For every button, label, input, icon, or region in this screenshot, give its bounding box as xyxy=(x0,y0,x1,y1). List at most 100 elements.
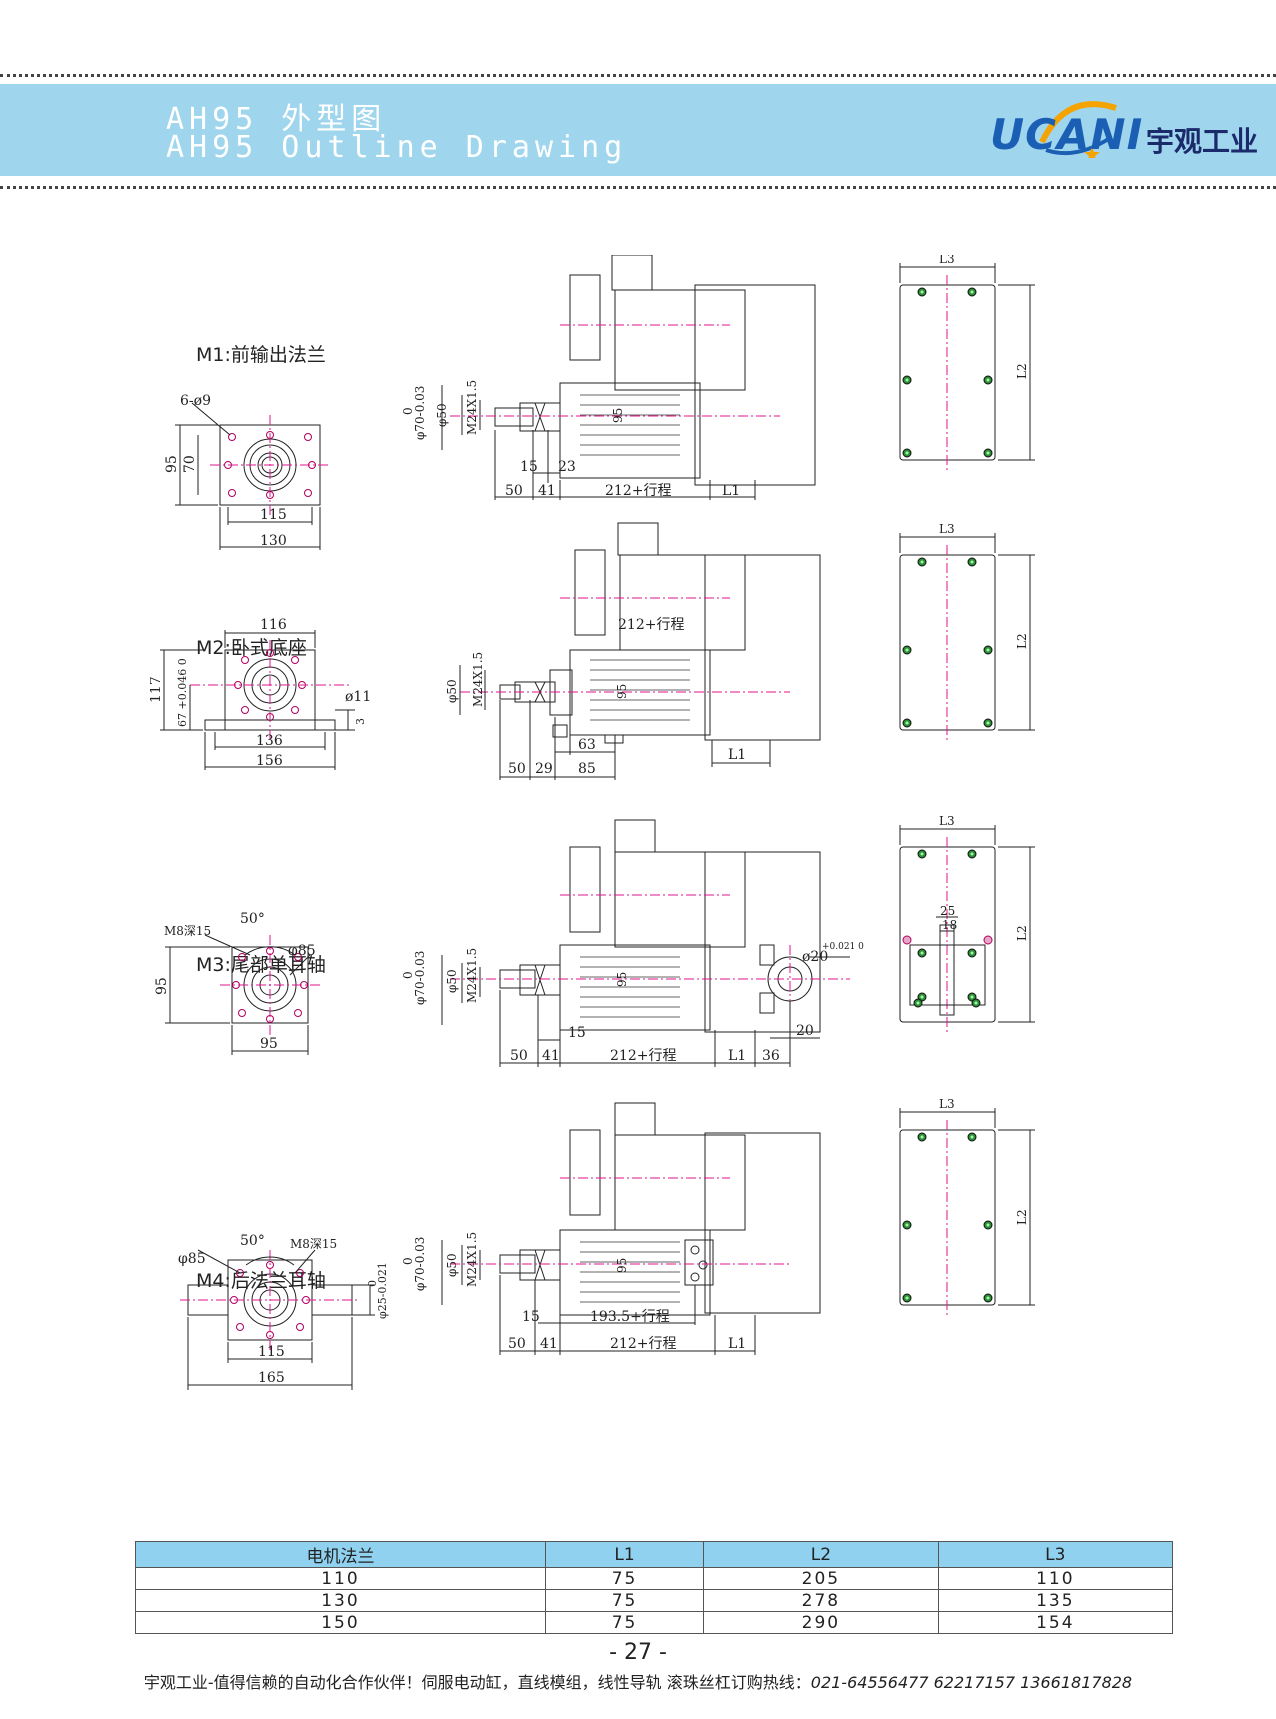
col-header: 电机法兰 xyxy=(135,1541,546,1568)
table-cell: 110 xyxy=(937,1567,1174,1590)
dim-m3-side-0: φ70-0.03 xyxy=(413,951,427,1005)
dim-m4-side-9: 212+行程 xyxy=(610,1336,676,1352)
bottom-dotted-rule xyxy=(0,186,1276,189)
m2-front-view xyxy=(160,630,355,770)
dim-m3-front-0: 50° xyxy=(240,911,265,927)
table-cell: 110 xyxy=(135,1567,546,1590)
dim-m3-top-3: L2 xyxy=(1015,925,1029,941)
dim-m1-front-2: 70 xyxy=(182,455,198,473)
dim-m3-top-2: 18 xyxy=(942,918,957,932)
table-cell: 154 xyxy=(937,1611,1174,1634)
dim-m1-front-1: 95 xyxy=(164,455,180,473)
outline-drawing: 6-ø9 95 70 115 130 φ70-0.03 0 φ50 M24X1.… xyxy=(150,255,1035,1390)
dim-m4-side-8: 41 xyxy=(540,1336,558,1352)
dim-m4-side-4: 95 xyxy=(615,1258,629,1273)
footer-line: 宇观工业-值得信赖的自动化合作伙伴！伺服电动缸，直线模组，线性导轨 滚珠丝杠订购… xyxy=(0,1669,1276,1693)
dim-m1-side-0: φ70-0.03 xyxy=(413,386,427,440)
table-cell: 130 xyxy=(135,1589,546,1612)
dim-m1-side-9: 212+行程 xyxy=(605,483,671,499)
table-cell: 75 xyxy=(544,1611,705,1634)
dim-m2-front-1: 117 xyxy=(150,676,164,703)
dim-m2-side-4: 63 xyxy=(578,737,596,753)
dim-m4-front-0: 50° xyxy=(240,1233,265,1249)
dim-m3-side-6: +0.021 0 xyxy=(822,942,864,952)
table-row: 130 75 278 135 xyxy=(135,1589,1174,1612)
dim-m2-top-1: L2 xyxy=(1015,633,1029,649)
table-cell: 75 xyxy=(544,1567,705,1590)
dim-m2-side-5: 50 xyxy=(508,761,526,777)
section-label-m1: M1:前输出法兰 xyxy=(196,344,326,366)
header-banner: AH95 外型图 AH95 Outline Drawing UCANI 宇观工业 xyxy=(0,84,1276,176)
dim-m1-side-6: 23 xyxy=(558,459,576,475)
dim-m3-side-11: 212+行程 xyxy=(610,1048,676,1064)
m3-top-view xyxy=(899,825,1035,1032)
dim-m3-front-3: 95 xyxy=(154,977,170,995)
dim-m2-front-0: 116 xyxy=(260,617,287,633)
dim-m1-side-3: M24X1.5 xyxy=(465,380,479,435)
dim-m3-side-12: L1 xyxy=(728,1048,746,1064)
section-label-m3: M3:尾部单耳轴 xyxy=(196,954,326,976)
dim-m2-front-3: ø11 xyxy=(345,689,371,705)
col-header: L2 xyxy=(703,1541,939,1568)
table-cell: 290 xyxy=(703,1611,939,1634)
dim-m2-side-2: M24X1.5 xyxy=(471,652,485,707)
dim-m3-top-0: L3 xyxy=(939,814,955,828)
dim-m2-front-4: 3 xyxy=(354,718,367,725)
dim-m4-side-5: 15 xyxy=(522,1309,540,1325)
dim-m1-side-2: φ50 xyxy=(435,403,449,427)
dim-m1-side-5: 15 xyxy=(520,459,538,475)
table-cell: 205 xyxy=(703,1567,939,1590)
dim-m1-side-8: 41 xyxy=(538,483,556,499)
logo-word: UCANI xyxy=(990,110,1144,159)
dim-m2-top-0: L3 xyxy=(939,522,955,536)
section-label-m2: M2:卧式底座 xyxy=(196,637,307,659)
dim-m2-side-7: 85 xyxy=(578,761,596,777)
dim-m1-side-7: 50 xyxy=(505,483,523,499)
dim-m2-front-6: 156 xyxy=(256,753,283,769)
dim-m2-side-1: φ50 xyxy=(445,679,459,703)
m1-side-view xyxy=(441,255,816,500)
dim-m4-side-6: 193.5+行程 xyxy=(590,1309,670,1325)
dim-m4-top-0: L3 xyxy=(939,1097,955,1111)
dim-m4-side-7: 50 xyxy=(508,1336,526,1352)
dim-m3-side-9: 50 xyxy=(510,1048,528,1064)
table-row: 150 75 290 154 xyxy=(135,1611,1174,1634)
col-header: L1 xyxy=(544,1541,705,1568)
dim-m3-side-8: 20 xyxy=(796,1023,814,1039)
dim-m1-side-4: 95 xyxy=(611,408,625,423)
title-cn: AH95 外型图 xyxy=(166,102,387,137)
dim-m4-side-2: φ50 xyxy=(445,1253,459,1277)
dim-m4-front-2: φ85 xyxy=(178,1251,206,1267)
col-header: L3 xyxy=(937,1541,1174,1568)
dim-m3-front-1: M8深15 xyxy=(164,924,211,938)
m3-side-view xyxy=(441,819,850,1067)
title-en: AH95 Outline Drawing xyxy=(166,130,628,165)
dim-m4-side-0: φ70-0.03 xyxy=(413,1237,427,1291)
page-number: - 27 - xyxy=(609,1640,667,1665)
dim-m1-side-1: 0 xyxy=(401,407,415,415)
dim-m3-side-7: 15 xyxy=(568,1025,586,1041)
table-cell: 278 xyxy=(703,1589,939,1612)
top-dotted-rule xyxy=(0,74,1276,77)
dim-m1-front-4: 130 xyxy=(260,533,287,549)
dim-m1-front-0: 6-ø9 xyxy=(180,393,211,409)
dim-m4-top-1: L2 xyxy=(1015,1209,1029,1225)
dim-m3-top-1: 25 xyxy=(940,904,955,918)
logo-swoosh-icon xyxy=(1039,101,1117,158)
dim-m3-front-4: 95 xyxy=(260,1036,278,1052)
brand-logo: UCANI 宇观工业 xyxy=(990,92,1270,172)
m2-side-view xyxy=(459,522,821,780)
dim-m3-side-2: φ50 xyxy=(445,969,459,993)
m1-front-view xyxy=(175,402,330,550)
table-cell: 150 xyxy=(135,1611,546,1634)
dim-m4-front-5: 115 xyxy=(258,1344,285,1360)
dim-m2-side-0: 212+行程 xyxy=(618,617,684,633)
dim-m2-front-2: 67 +0.046 0 xyxy=(176,658,189,727)
spec-table: 电机法兰 L1 L2 L3 110 75 205 110 130 75 278 … xyxy=(135,1541,1174,1634)
m4-front-view xyxy=(180,1249,375,1390)
dim-m2-front-5: 136 xyxy=(256,733,283,749)
dim-m3-side-4: 95 xyxy=(615,972,629,987)
footer-phones: 021-64556477 62217157 13661817828 xyxy=(810,1673,1133,1692)
dim-m3-side-5: ø20 xyxy=(802,949,828,965)
dim-m3-side-1: 0 xyxy=(401,971,415,979)
